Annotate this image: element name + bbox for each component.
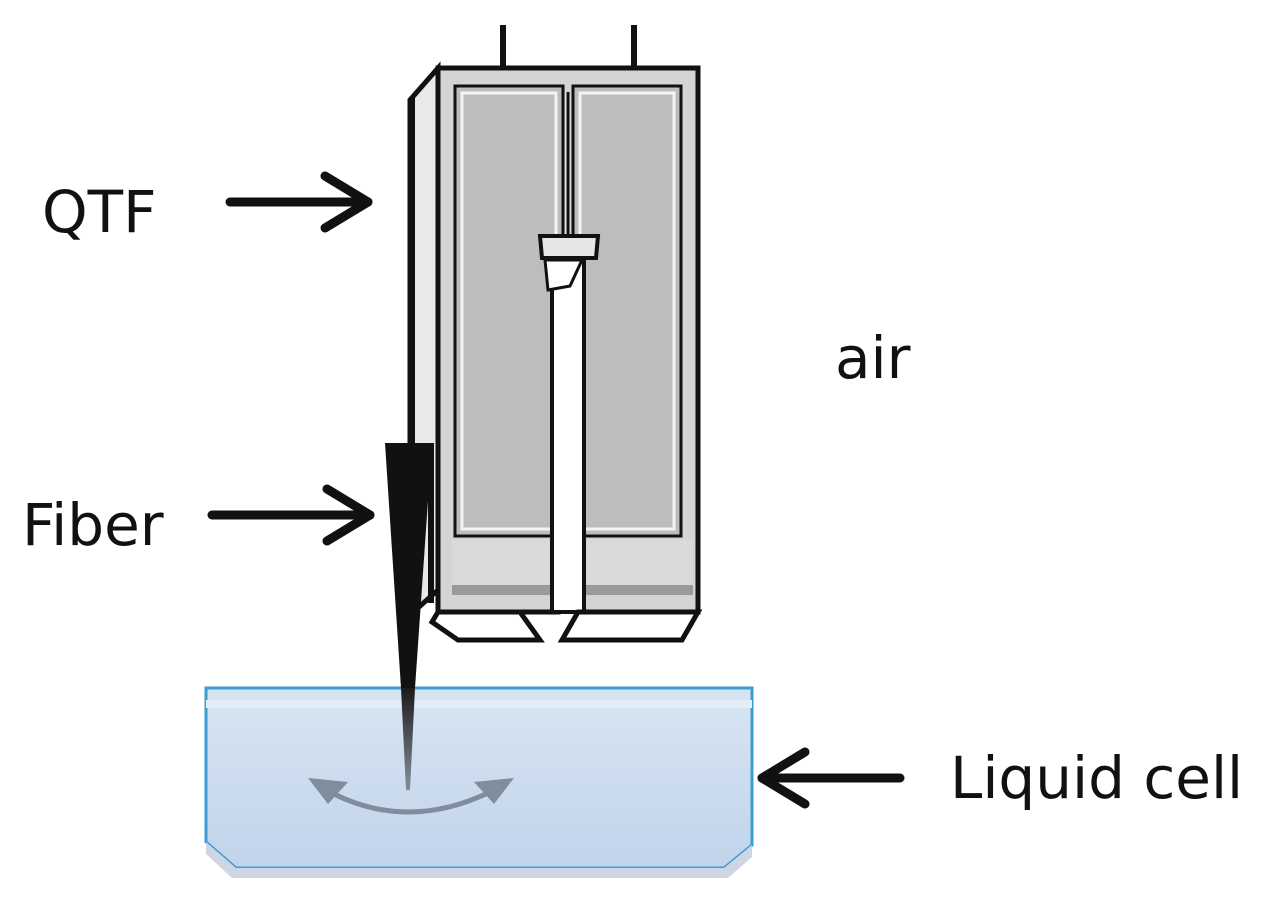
liquid-cell (204, 686, 754, 878)
left-prong-electrode (453, 84, 565, 538)
right-prong-end (557, 609, 703, 643)
oscillation-arrow (308, 778, 514, 815)
prong-slot (550, 238, 586, 614)
air-label: air (835, 324, 911, 392)
fiber (385, 95, 434, 790)
liquid-cell-label: Liquid cell (950, 744, 1243, 812)
left-prong-end (428, 609, 545, 643)
fiber-arrow (207, 484, 375, 546)
qtf-arrow (225, 171, 373, 233)
qtf-label: QTF (42, 178, 156, 246)
fiber-label: Fiber (22, 491, 164, 559)
quartz-tuning-fork (407, 61, 703, 643)
right-prong-electrode (571, 84, 683, 538)
liquid-cell-arrow (757, 747, 905, 809)
